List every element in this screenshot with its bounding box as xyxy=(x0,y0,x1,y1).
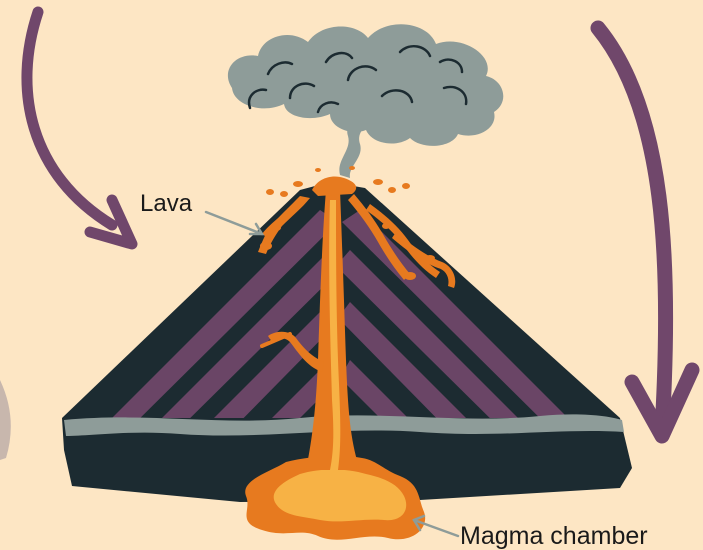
lava-label: Lava xyxy=(140,192,192,216)
edge-circle-fragment xyxy=(0,380,11,460)
eruption xyxy=(266,166,410,197)
lava-pointer xyxy=(206,212,262,234)
right-cycle-arrow xyxy=(598,28,692,436)
magma-chamber-label: Magma chamber xyxy=(460,524,648,549)
left-cycle-arrow xyxy=(27,12,132,244)
smoke-cloud xyxy=(228,24,503,178)
